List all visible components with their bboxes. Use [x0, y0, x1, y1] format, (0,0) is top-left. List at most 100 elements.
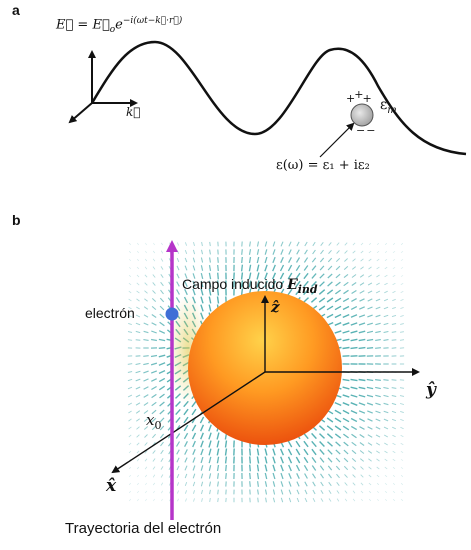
- field-vector: [137, 250, 139, 254]
- field-vector: [303, 464, 309, 472]
- field-vector: [288, 249, 292, 255]
- field-vector: [360, 242, 364, 246]
- field-vector: [350, 409, 358, 415]
- field-vector: [400, 410, 404, 414]
- field-vector: [144, 266, 148, 270]
- field-vector: [303, 257, 309, 263]
- field-vector: [343, 449, 349, 455]
- field-vector: [392, 251, 396, 253]
- field-vector: [375, 402, 381, 406]
- field-vector: [383, 426, 389, 430]
- field-vector: [400, 283, 404, 285]
- field-vector: [192, 473, 196, 479]
- field-vector: [366, 338, 374, 342]
- field-vector: [391, 418, 397, 422]
- field-vector: [264, 264, 268, 272]
- field-vector: [376, 458, 380, 462]
- field-vector: [279, 448, 285, 456]
- field-vector: [151, 393, 157, 399]
- field-vector: [271, 280, 277, 288]
- field-vector: [359, 442, 365, 446]
- field-vector: [319, 265, 325, 271]
- field-vector: [327, 449, 333, 455]
- field-vector: [264, 448, 268, 456]
- plus-charge-1: +: [346, 92, 355, 105]
- field-vector: [334, 433, 342, 439]
- field-vector: [327, 281, 333, 287]
- field-vector: [320, 249, 324, 255]
- field-vector: [358, 330, 366, 334]
- field-vector: [287, 456, 293, 464]
- field-vector: [310, 297, 318, 303]
- field-vector: [257, 497, 259, 503]
- field-vector: [334, 401, 342, 407]
- field-vector: [256, 280, 260, 288]
- field-vector: [256, 272, 260, 280]
- field-vector: [224, 448, 228, 456]
- field-vector: [392, 274, 396, 278]
- field-vector: [335, 265, 341, 271]
- field-vector: [366, 386, 374, 390]
- field-vector: [158, 354, 166, 358]
- field-vector: [319, 281, 325, 287]
- field-vector: [152, 274, 156, 278]
- field-vector: [136, 306, 140, 310]
- field-vector: [360, 258, 364, 262]
- field-vector: [160, 289, 164, 295]
- field-vector: [334, 425, 342, 431]
- field-vector: [366, 347, 374, 349]
- field-vector: [288, 241, 292, 247]
- induced-field-symbol: E: [287, 277, 298, 293]
- field-vector: [296, 249, 300, 255]
- field-vector: [144, 434, 148, 438]
- field-vector: [384, 498, 388, 502]
- field-vector: [217, 497, 219, 503]
- field-vector: [287, 288, 293, 296]
- field-vector: [159, 321, 165, 327]
- field-vector: [176, 473, 180, 479]
- field-vector: [400, 331, 404, 333]
- field-vector: [328, 490, 332, 494]
- field-vector: [160, 266, 164, 270]
- field-vector: [271, 272, 277, 280]
- field-vector: [280, 497, 284, 503]
- field-vector: [200, 280, 204, 288]
- field-vector: [343, 465, 349, 471]
- field-vector: [192, 448, 196, 456]
- field-vector: [295, 280, 301, 288]
- field-vector: [319, 449, 325, 455]
- field-vector: [320, 498, 324, 502]
- field-vector: [303, 288, 309, 296]
- field-vector: [184, 288, 188, 296]
- field-vector: [201, 249, 203, 255]
- field-vector: [160, 458, 164, 462]
- field-vector: [135, 322, 141, 326]
- field-vector: [136, 434, 140, 438]
- field-vector: [359, 426, 365, 430]
- field-vector: [383, 330, 389, 334]
- field-vector: [208, 264, 212, 272]
- field-vector: [342, 305, 350, 311]
- field-vector: [287, 272, 293, 280]
- field-vector: [184, 281, 188, 287]
- field-vector: [303, 448, 309, 456]
- field-vector: [400, 475, 404, 477]
- field-vector: [144, 298, 148, 302]
- field-vector: [400, 419, 404, 421]
- field-vector: [400, 307, 404, 309]
- field-vector: [376, 243, 380, 245]
- field-vector: [272, 497, 276, 503]
- field-vector: [272, 481, 276, 487]
- field-vector: [376, 274, 380, 278]
- field-vector: [352, 474, 356, 478]
- field-vector: [351, 298, 357, 302]
- induced-field-sub: ind: [297, 282, 318, 296]
- field-vector: [161, 498, 163, 502]
- field-vector: [192, 288, 196, 296]
- field-vector: [327, 257, 333, 263]
- field-vector: [376, 266, 380, 270]
- field-vector: [151, 378, 157, 382]
- field-vector: [399, 403, 405, 405]
- field-vector: [183, 432, 189, 440]
- field-vector: [326, 289, 334, 295]
